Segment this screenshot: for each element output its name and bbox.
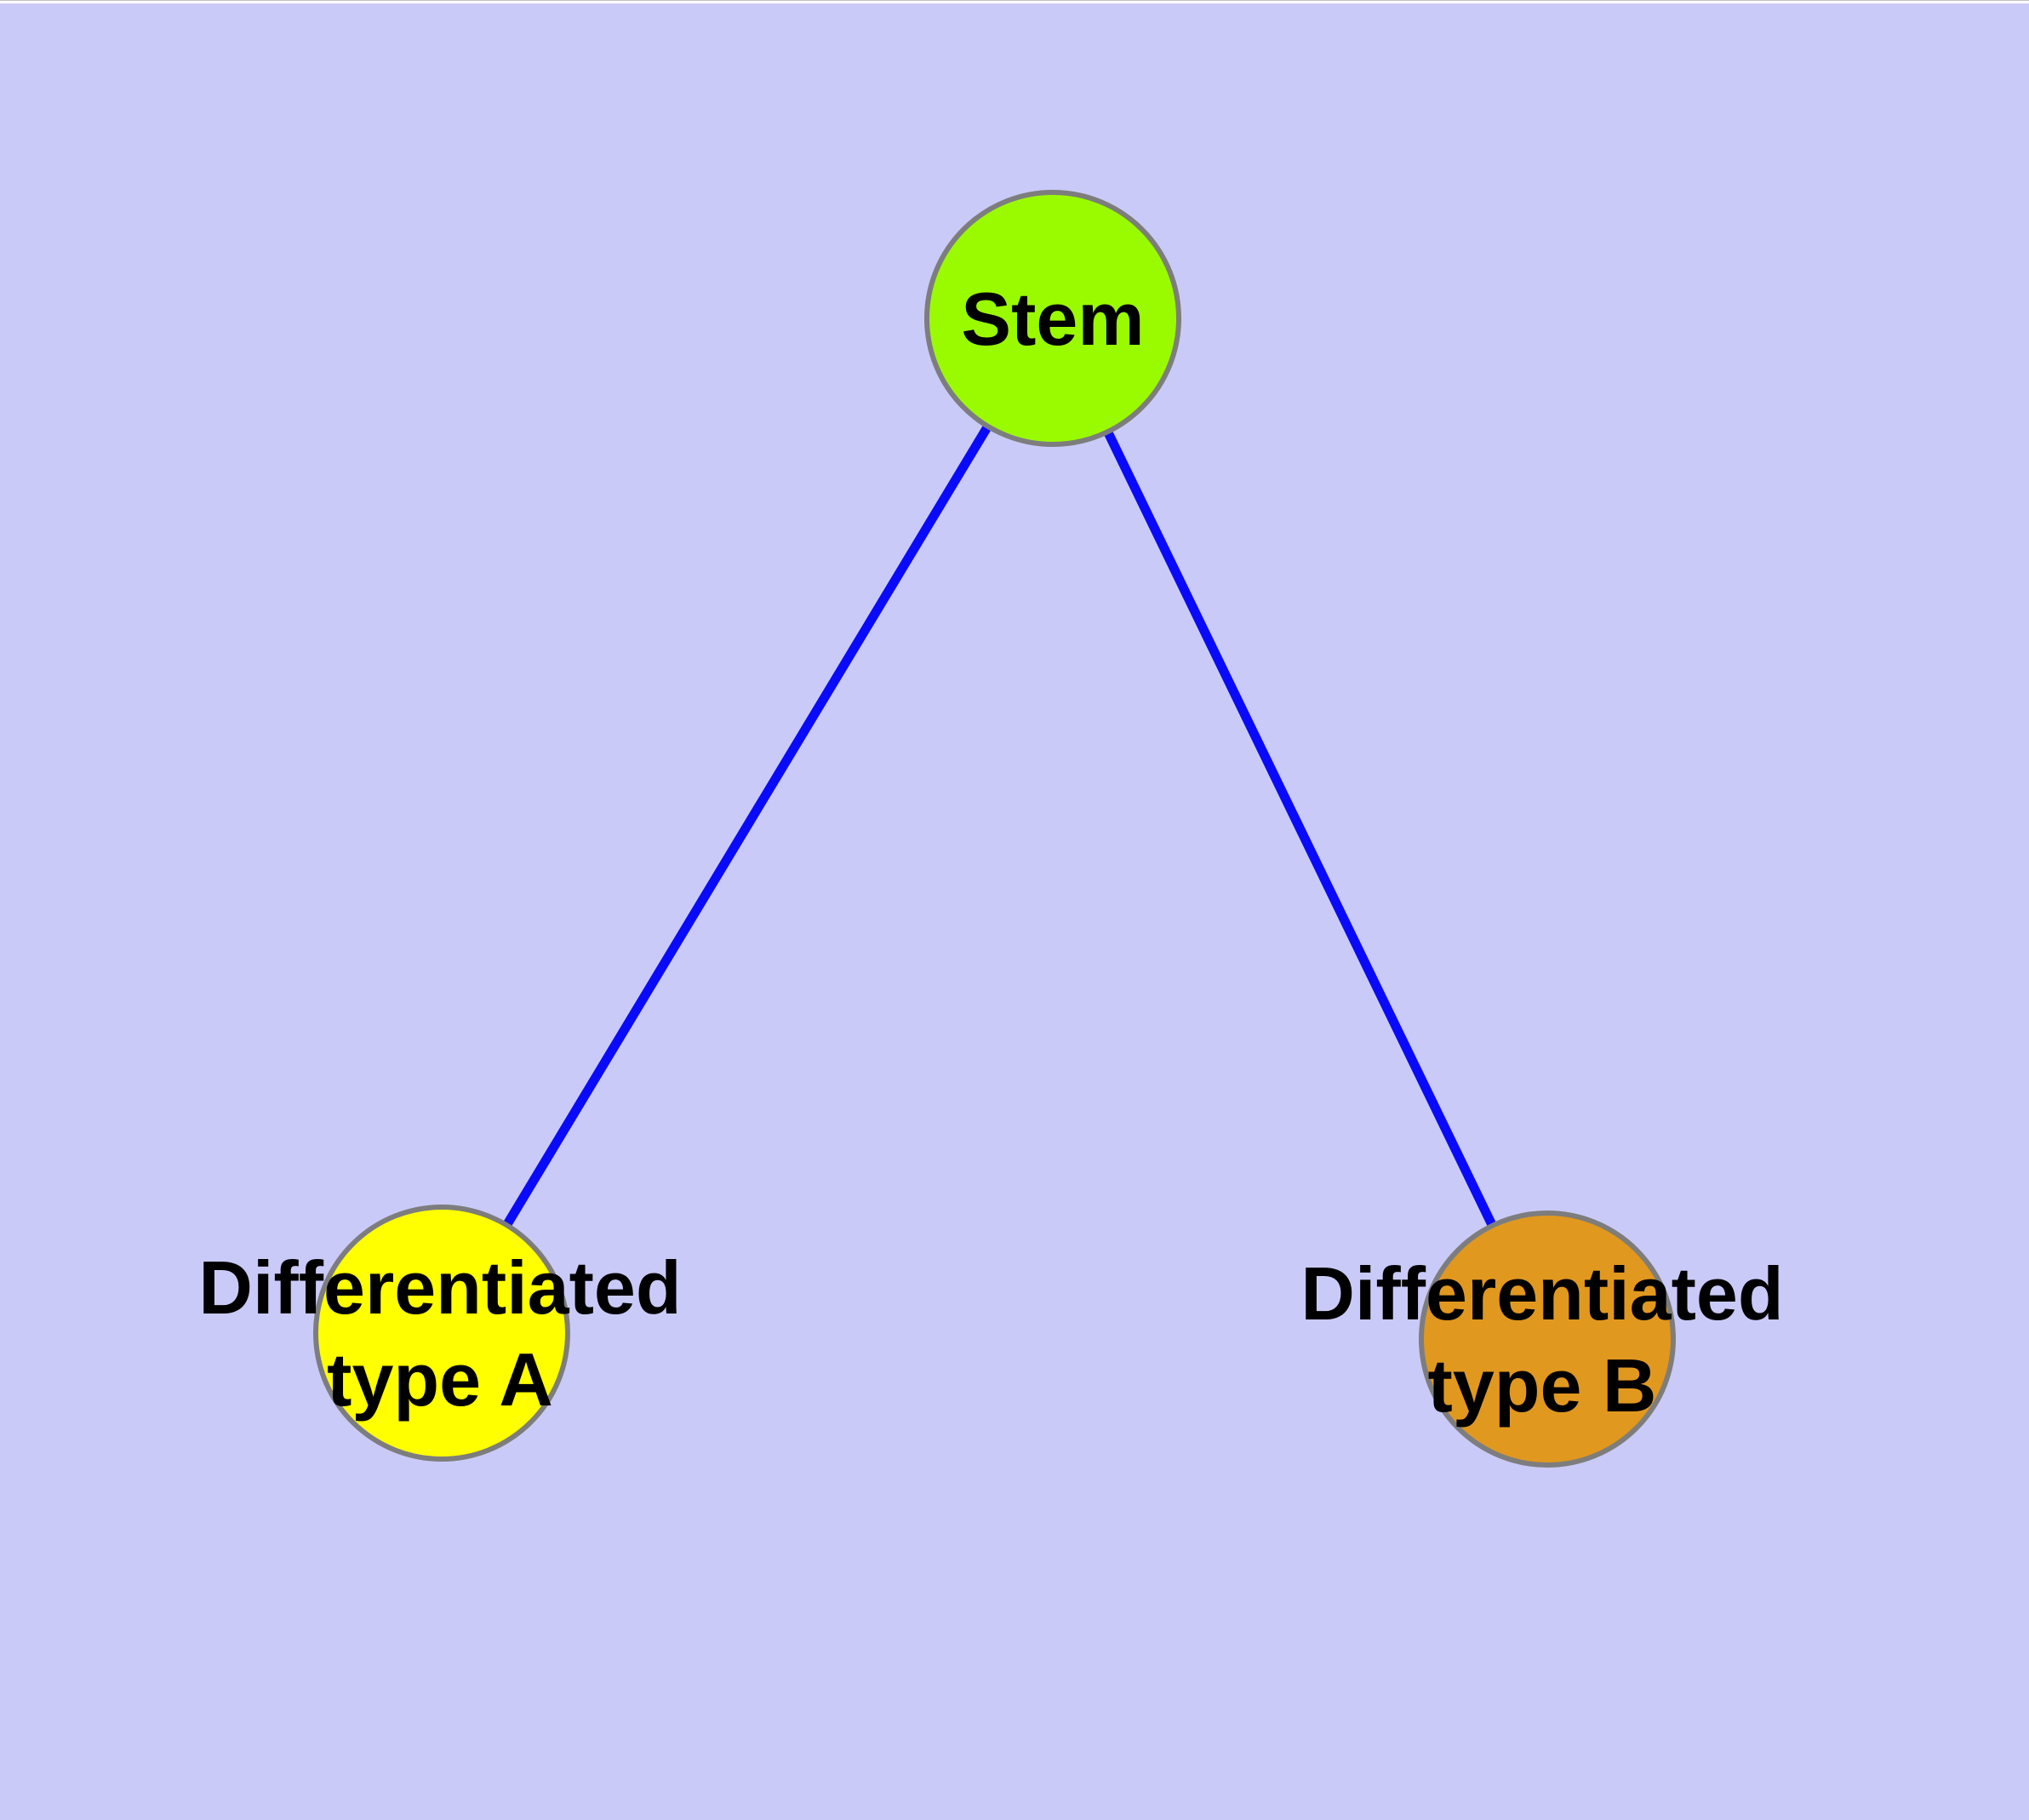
- node-stem-label-line1: Stem: [961, 277, 1145, 361]
- window-top-strip: [0, 0, 2029, 3]
- node-differentiated-type-b: [1419, 1210, 1676, 1468]
- node-a-label-line2: type A: [327, 1337, 553, 1422]
- edge-stem-to-type-a: [437, 316, 1057, 1336]
- node-b-label-line2: type B: [1427, 1343, 1657, 1428]
- node-a-label-line1: Differentiated: [198, 1245, 682, 1330]
- node-differentiated-type-b-label: Differentiated type B: [1300, 1248, 1783, 1432]
- node-differentiated-type-a-label: Differentiated type A: [198, 1242, 681, 1426]
- node-differentiated-type-a: [313, 1205, 570, 1462]
- node-b-label-line1: Differentiated: [1300, 1251, 1784, 1336]
- node-stem: [924, 190, 1181, 447]
- node-stem-label: Stem: [961, 273, 1144, 365]
- edge-stem-to-type-b: [1049, 316, 1552, 1342]
